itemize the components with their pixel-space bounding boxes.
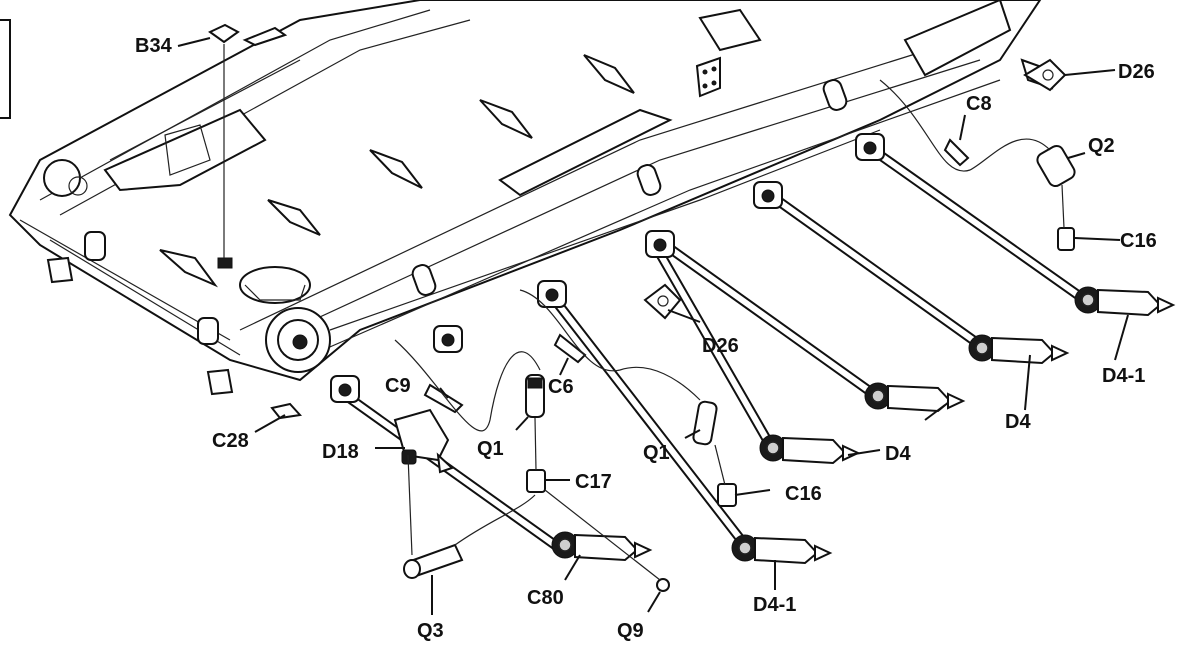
lifter-arms [340,143,1090,550]
d18-canister [393,408,454,474]
label-q3: Q3 [417,620,444,642]
callout-labels: B34 D26 C8 Q2 C16 D4-1 D4 D4 D26 C6 C9 C… [135,35,1157,642]
wiring [394,79,1065,581]
label-c16-right: C16 [1120,230,1157,252]
frame-edge-mark [0,19,11,119]
label-c80: C80 [527,587,564,609]
header-frame [8,0,1042,382]
label-q1-left: Q1 [477,438,504,460]
label-q1-right: Q1 [643,442,670,464]
label-q2: Q2 [1088,135,1115,157]
label-d4-1-right: D4-1 [1102,365,1145,387]
pivot-couplers [330,79,885,403]
label-d26-top: D26 [1118,61,1155,83]
label-c9: C9 [385,375,411,397]
leader-lines [177,37,1129,615]
label-q9: Q9 [617,620,644,642]
label-d4-mid: D4 [885,443,911,465]
label-c28: C28 [212,430,249,452]
knife-guards [159,54,1054,288]
label-c6: C6 [548,376,574,398]
label-c17: C17 [575,471,612,493]
label-c8: C8 [966,93,992,115]
label-d26-mid: D26 [702,335,739,357]
lifter-tips [551,286,1176,565]
label-d4-right: D4 [1005,411,1031,433]
label-c16-bottom: C16 [785,483,822,505]
label-b34: B34 [135,35,173,57]
label-d18: D18 [322,441,359,463]
label-d4-1-bottom: D4-1 [753,594,796,616]
